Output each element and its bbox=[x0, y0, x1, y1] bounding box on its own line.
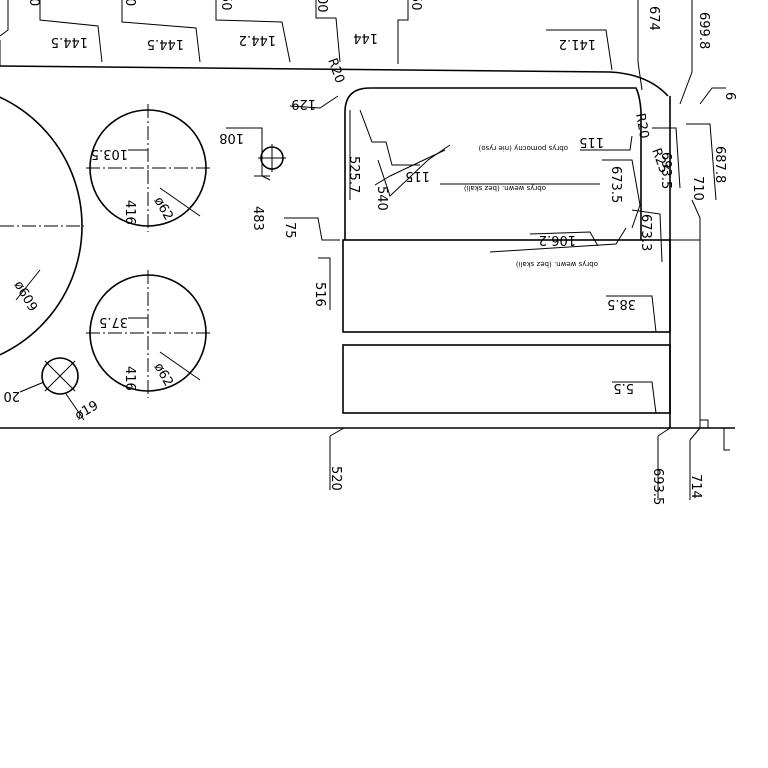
hole-upper-depth: 416 bbox=[122, 200, 137, 225]
top-dim-7: 699.8 bbox=[696, 12, 711, 49]
top-dim-3: 144.2 bbox=[239, 32, 276, 47]
hole-upper-diameter: ø62 bbox=[151, 195, 176, 224]
top-dim-6: 674 bbox=[646, 6, 661, 31]
top-dim-2: 144.5 bbox=[147, 36, 184, 51]
hole-lower-depth: 416 bbox=[122, 366, 137, 391]
dim-106-2: 106.2 bbox=[539, 232, 576, 247]
dim-540: 540 bbox=[374, 186, 389, 211]
top-dim-4: 144 bbox=[353, 30, 378, 45]
hole-lower-diameter: ø62 bbox=[151, 361, 176, 390]
dim-710: 710 bbox=[690, 176, 705, 201]
dim-129: 129 bbox=[291, 96, 316, 111]
dim-108: 108 bbox=[219, 130, 244, 145]
top-stub-1: 0 bbox=[26, 0, 41, 6]
dim-38-5: 38.5 bbox=[607, 296, 636, 311]
dim-687-8: 687.8 bbox=[712, 146, 727, 183]
dim-483: 483 bbox=[250, 206, 265, 231]
dim-714: 714 bbox=[688, 474, 703, 499]
top-stub-3: 50 bbox=[218, 0, 233, 11]
top-stub-2: 0 bbox=[122, 0, 137, 6]
big-circle-diameter: ø609 bbox=[11, 279, 40, 315]
note-1: obrys pomocny (nie ryso) bbox=[478, 144, 568, 152]
side-dimension-lines bbox=[0, 40, 730, 500]
inner-chamber-lower bbox=[342, 344, 671, 414]
hole-upper-offset: 103.5 bbox=[91, 146, 128, 161]
dim-673-3: 673.3 bbox=[638, 214, 653, 251]
top-dim-1: 144.5 bbox=[51, 34, 88, 49]
top-stub-5: 50 bbox=[408, 0, 423, 11]
small-hole-circle bbox=[41, 357, 79, 395]
top-dimension-lines bbox=[0, 0, 726, 105]
dim-673-5: 673.5 bbox=[608, 166, 623, 203]
dim-516: 516 bbox=[312, 282, 327, 307]
inner-cavity-outline bbox=[344, 87, 642, 240]
hole-lower-offset: 37.5 bbox=[99, 314, 128, 329]
dim-115-a: 115 bbox=[405, 168, 430, 183]
large-bore-circle bbox=[0, 96, 83, 356]
small-hole-cross-2 bbox=[44, 360, 76, 392]
dim-525-7: 525.7 bbox=[346, 156, 361, 193]
inner-chamber-upper bbox=[342, 239, 671, 333]
top-dim-5: 141.2 bbox=[559, 36, 596, 51]
small-hole-diameter: ø19 bbox=[73, 398, 102, 423]
dim-115-b: 115 bbox=[579, 134, 604, 149]
note-3: obrys wewn. (bez skali) bbox=[516, 260, 598, 268]
small-hole-label: 20 bbox=[3, 388, 20, 403]
fillet-label-r20-a: R20 bbox=[324, 56, 347, 85]
dim-693-5-lower: 693.5 bbox=[650, 468, 665, 505]
dim-520: 520 bbox=[328, 466, 343, 491]
dim-5-5: 5.5 bbox=[613, 380, 634, 395]
dim-693-5-upper: 693.5 bbox=[658, 152, 673, 189]
top-stub-4: 00 bbox=[314, 0, 329, 13]
right-edge-label: 6 bbox=[722, 92, 737, 100]
fillet-label-r20-b: R20 bbox=[632, 112, 651, 140]
note-2: obrys wewn. (bez skali) bbox=[464, 184, 546, 192]
dim-75: 75 bbox=[282, 222, 297, 239]
